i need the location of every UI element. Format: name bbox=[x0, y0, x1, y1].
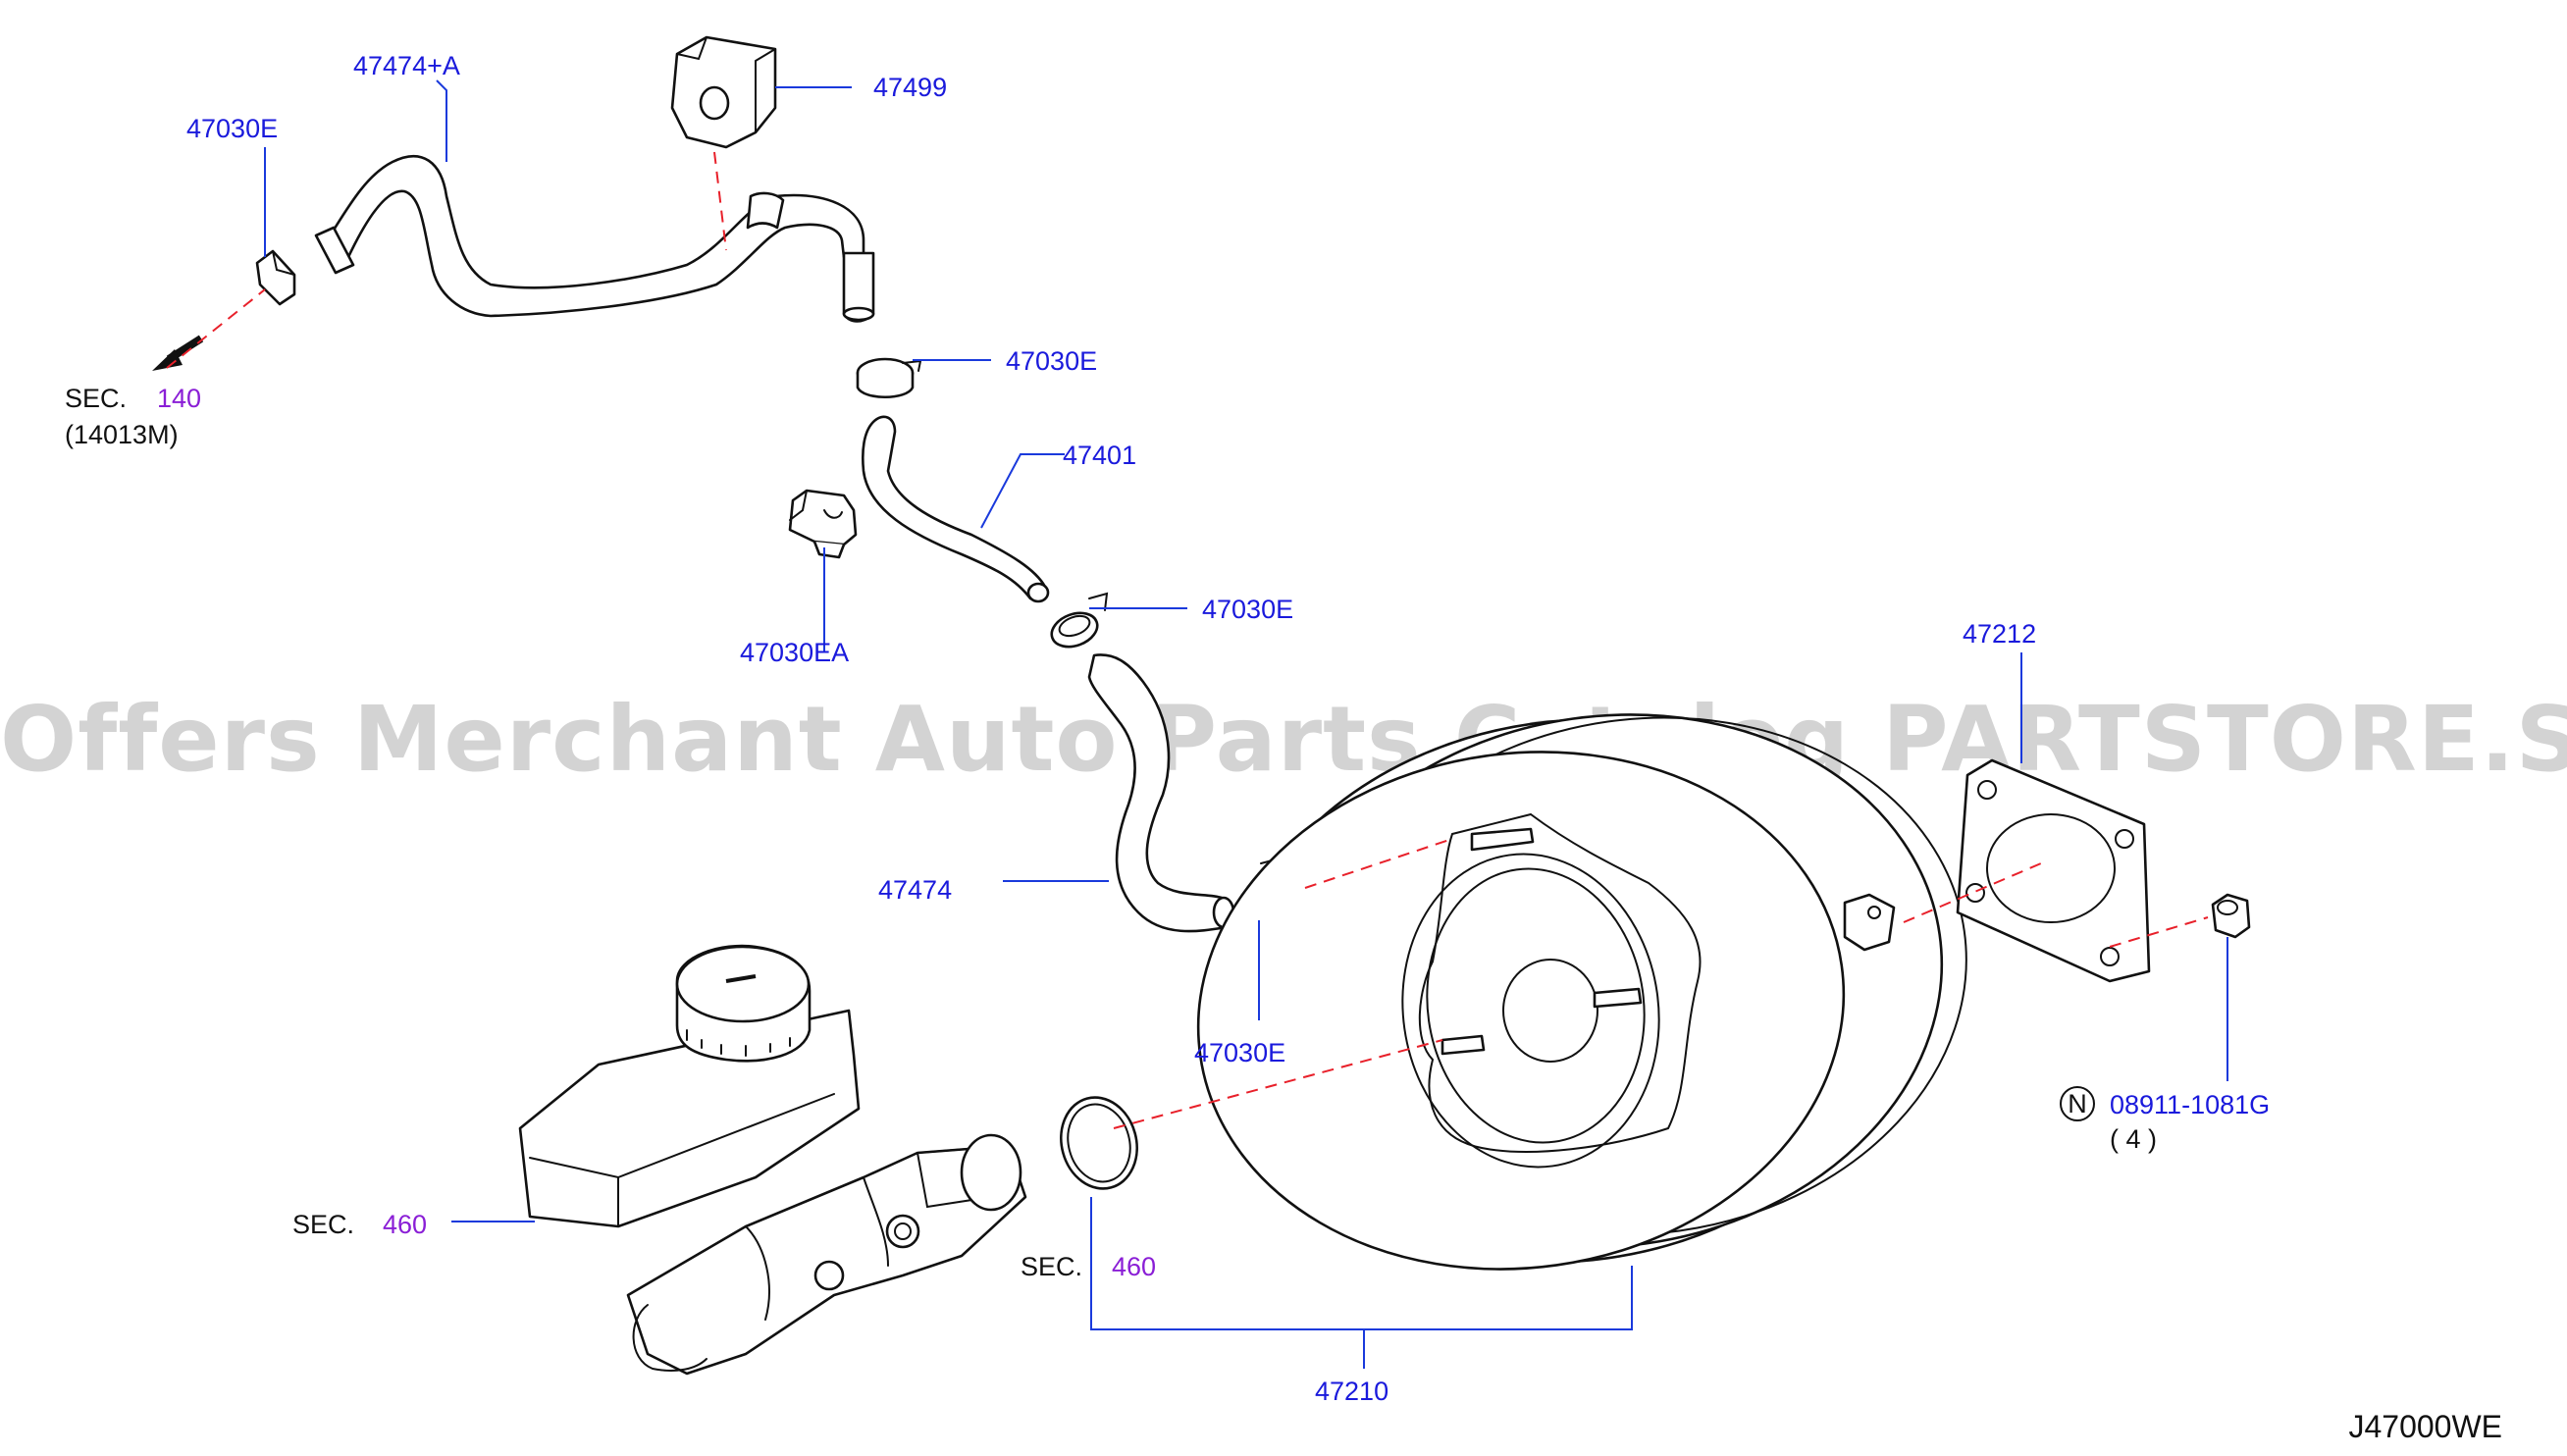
nut-marker-circle bbox=[2060, 1086, 2095, 1121]
sec460-link-b[interactable]: 460 bbox=[1112, 1252, 1156, 1281]
hose-bracket[interactable] bbox=[670, 35, 777, 149]
nut-marker: N bbox=[2068, 1089, 2087, 1118]
diagram-code: J47000WE bbox=[2348, 1409, 2502, 1444]
label-47030E-clamp2[interactable]: 47030E bbox=[1006, 346, 1097, 376]
nut-callout[interactable]: N 08911-1081G ( 4 ) bbox=[2060, 1086, 2270, 1154]
o-ring-seal[interactable] bbox=[1051, 1089, 1147, 1197]
sec140-prefix: SEC. bbox=[65, 384, 127, 413]
direction-arrow bbox=[152, 335, 204, 371]
label-47030E-top-left[interactable]: 47030E bbox=[186, 114, 278, 143]
brake-master-cylinder[interactable] bbox=[518, 944, 1027, 1376]
nut-quantity: ( 4 ) bbox=[2110, 1124, 2157, 1154]
hose-clamp-3[interactable] bbox=[1047, 592, 1109, 652]
label-47030EA[interactable]: 47030EA bbox=[740, 638, 849, 667]
brake-booster[interactable] bbox=[1165, 672, 2001, 1310]
booster-gasket[interactable] bbox=[1956, 758, 2151, 983]
label-47474A[interactable]: 47474+A bbox=[353, 51, 460, 80]
hose-clamp-2[interactable] bbox=[856, 357, 922, 398]
vacuum-hose-middle[interactable] bbox=[862, 415, 1050, 603]
watermark-text: Offers Merchant Auto Parts Catalog PARTS… bbox=[0, 687, 2567, 792]
vacuum-hose-lower[interactable] bbox=[1087, 653, 1235, 933]
hose-retaining-clip[interactable] bbox=[788, 489, 858, 559]
sec460-prefix-a: SEC. bbox=[292, 1210, 354, 1239]
label-47210[interactable]: 47210 bbox=[1315, 1377, 1388, 1406]
vacuum-hose-upper[interactable] bbox=[314, 155, 875, 323]
label-47030E-clamp3[interactable]: 47030E bbox=[1202, 595, 1293, 624]
hose-clamp-top-left[interactable] bbox=[255, 249, 296, 306]
label-47030E-lower[interactable]: 47030E bbox=[1194, 1038, 1285, 1067]
label-47499[interactable]: 47499 bbox=[873, 73, 947, 102]
sec140-link[interactable]: 140 bbox=[157, 384, 201, 413]
sec460-prefix-b: SEC. bbox=[1021, 1252, 1082, 1281]
alignment-dashes bbox=[166, 151, 2209, 1129]
sec460-link-a[interactable]: 460 bbox=[383, 1210, 427, 1239]
label-47401[interactable]: 47401 bbox=[1063, 441, 1136, 470]
label-47212[interactable]: 47212 bbox=[1963, 619, 2036, 649]
leader-lines bbox=[264, 79, 2228, 1369]
flange-nut[interactable] bbox=[2211, 893, 2251, 939]
label-47474[interactable]: 47474 bbox=[878, 875, 952, 905]
sec140-subref: (14013M) bbox=[65, 420, 179, 449]
label-08911-1081G[interactable]: 08911-1081G bbox=[2110, 1090, 2270, 1119]
